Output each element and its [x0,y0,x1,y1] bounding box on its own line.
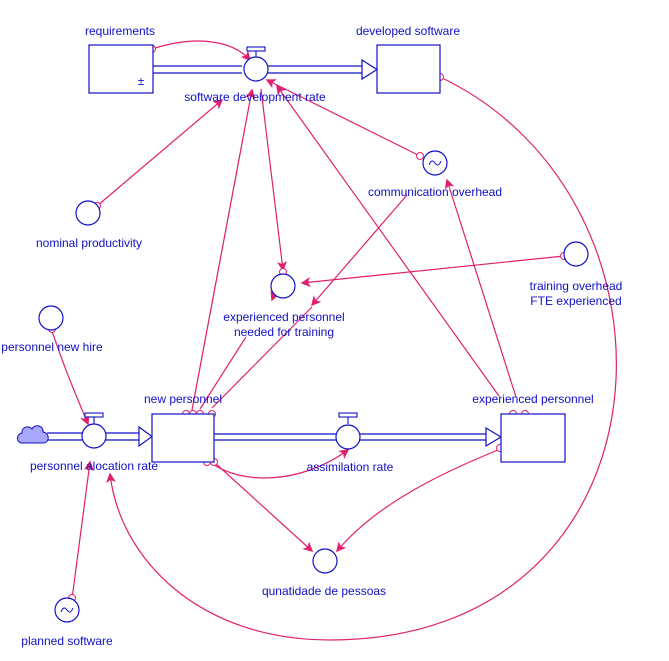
link-newpers-to-devrate [191,88,256,411]
link-exppers-to-comm [444,178,517,398]
var-nominal-productivity[interactable]: nominal productivity [36,200,142,250]
stock-label: requirements [85,24,155,38]
var-label-line1: experienced personnel [223,310,344,324]
link-comm-to-devrate [265,79,419,156]
link-exppers-to-devrate [276,84,500,397]
var-training-overhead[interactable]: training overhead FTE experienced [530,241,623,308]
link-expneeded-to-newpers-a [199,336,247,410]
stock-label: developed software [356,24,460,38]
var-label: personnel new hire [1,340,103,354]
tilde-icon [60,607,74,613]
flow-software-development-rate[interactable]: software development rate [184,46,326,104]
var-label: nominal productivity [36,236,142,250]
causal-links [51,40,617,641]
var-label-line2: FTE experienced [530,294,621,308]
var-experienced-personnel-needed[interactable]: experienced personnel needed for trainin… [223,273,345,339]
pipe-personnel-allocation [47,425,154,448]
stock-sign: ± [138,74,145,88]
var-planned-software[interactable]: planned software [21,597,113,648]
stock-requirements[interactable]: ± requirements [85,24,155,94]
link-comm-to-newpers [311,194,408,307]
flow-personnel-allocation-rate[interactable]: personnel alocation rate [30,412,158,473]
link-newpers-to-quantidade [213,461,314,553]
link-developed-to-allocation [106,76,617,641]
var-label-line1: training overhead [530,279,623,293]
link-nominal-to-devrate [96,99,224,207]
stock-label: experienced personnel [472,392,593,406]
link-exppers-to-quantidade [336,448,501,553]
var-label: qunatidade de pessoas [262,584,386,598]
flow-label: assimilation rate [307,460,394,474]
var-personnel-new-hire[interactable]: personnel new hire [1,305,103,354]
stock-new-personnel[interactable]: new personnel [144,392,222,463]
link-training-to-expneeded [300,255,565,288]
tilde-icon [428,160,442,166]
var-label: communication overhead [368,185,502,199]
var-label-line2: needed for training [234,325,334,339]
var-communication-overhead[interactable]: communication overhead [368,150,502,199]
stock-developed-software[interactable]: developed software [356,24,460,94]
link-devrate-to-expneeded [260,88,287,272]
flow-label: personnel alocation rate [30,459,158,473]
stock-experienced-personnel[interactable]: experienced personnel [472,392,594,463]
pipe-assimilation [214,426,503,448]
pipe-software-development [153,58,379,81]
link-planned-to-allocation [71,460,94,600]
link-requirements-to-devrate [151,40,252,62]
flow-label: software development rate [184,90,326,104]
var-label: planned software [21,634,113,648]
flow-assimilation-rate[interactable]: assimilation rate [307,412,394,474]
link-expneeded-to-newpers-b [211,306,313,409]
cloud-source-icon [17,425,49,444]
stock-label: new personnel [144,392,222,406]
var-quantidade-de-pessoas[interactable]: qunatidade de pessoas [262,548,386,598]
